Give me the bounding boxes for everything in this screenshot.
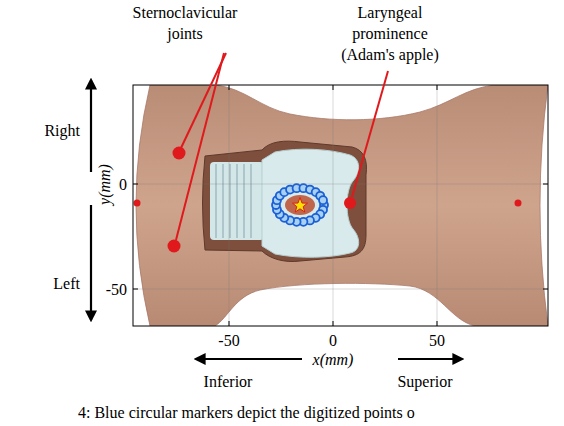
tick-label: 0 (87, 174, 127, 195)
tick-label: -50 (204, 330, 254, 351)
tick-mark (437, 85, 438, 90)
direction-label: Inferior (178, 371, 278, 392)
ring-line (243, 164, 245, 238)
trachea-ring-lines (216, 164, 251, 238)
tick-marks (133, 85, 548, 326)
ring-line (222, 164, 224, 238)
grid-line (437, 85, 438, 326)
direction-arrow (196, 358, 302, 360)
tick-mark (333, 321, 334, 326)
direction-arrow (90, 80, 92, 172)
ring-line (250, 164, 252, 238)
tick-label: -50 (87, 279, 127, 300)
phantom-image (134, 85, 549, 326)
digitized-point (319, 196, 327, 204)
tick-label: 50 (412, 330, 462, 351)
cartilage-region (285, 195, 315, 215)
tick-mark (229, 321, 230, 326)
direction-label: Superior (375, 371, 475, 392)
neck-phantom (136, 85, 548, 326)
axis-title: x(mm) (303, 349, 363, 370)
direction-arrow (90, 205, 92, 320)
axis-title: y(mm) (94, 155, 115, 215)
ring-line (236, 164, 238, 238)
trachea-recess (203, 141, 367, 261)
grid-line (133, 289, 548, 290)
tick-mark (543, 184, 548, 185)
landmark-dot (168, 240, 181, 253)
reference-dot (134, 200, 141, 207)
landmark-dot (344, 197, 356, 209)
direction-label: Right (20, 120, 80, 141)
reference-dot (515, 200, 522, 207)
direction-arrow (398, 358, 462, 360)
leader-lines (176, 53, 388, 240)
callout-label: Laryngeal prominence (Adam's apple) (330, 2, 450, 65)
grid-lines (133, 85, 548, 326)
leader-line (176, 53, 224, 240)
digitized-points (272, 184, 328, 226)
grid-line (229, 85, 230, 326)
tick-mark (133, 184, 138, 185)
figure-caption: 4: Blue circular markers depict the digi… (78, 402, 558, 423)
direction-arrows (91, 80, 462, 359)
centroid-star (293, 198, 308, 213)
ring-line (215, 164, 217, 238)
tick-mark (229, 85, 230, 90)
larynx-insert (262, 149, 359, 257)
grid-line (133, 184, 548, 185)
axes-box (133, 85, 548, 326)
tick-mark (437, 321, 438, 326)
tick-mark (333, 85, 334, 90)
trachea-rings (210, 162, 264, 240)
landmark-dot (173, 147, 186, 160)
callout-label: Sternoclavicular joints (120, 2, 250, 44)
grid-line (333, 85, 334, 326)
tick-mark (133, 289, 138, 290)
tick-mark (543, 289, 548, 290)
leader-line (352, 71, 388, 197)
direction-label: Left (20, 273, 80, 294)
tick-label: 0 (308, 330, 358, 351)
